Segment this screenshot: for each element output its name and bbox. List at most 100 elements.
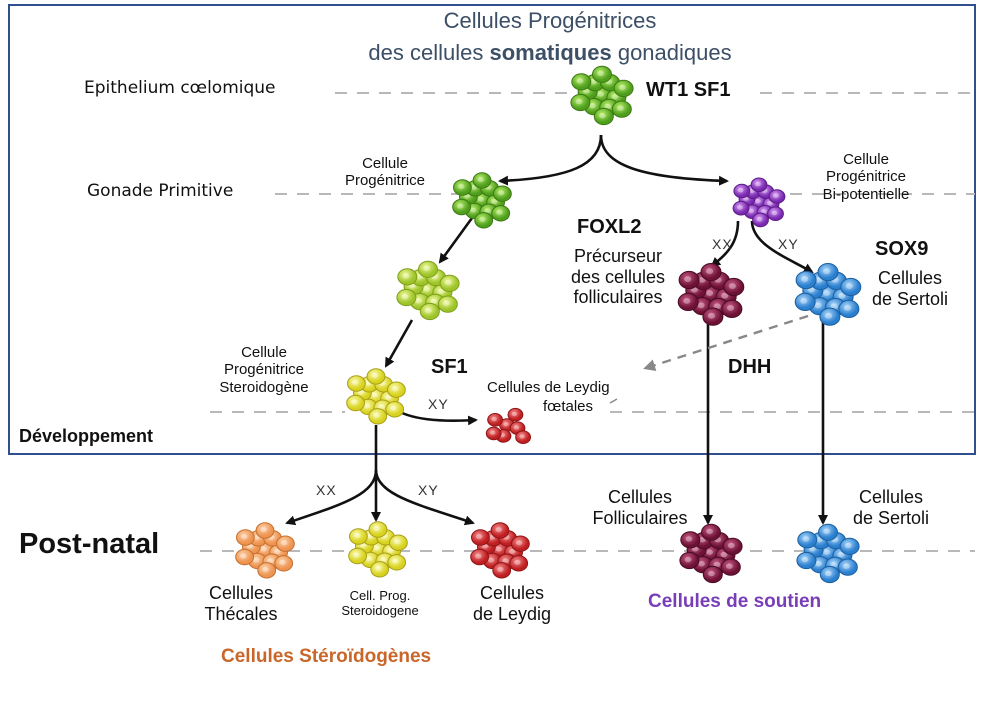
cell-nucleus (611, 93, 619, 100)
cell-nucleus (823, 528, 830, 535)
cell-nucleus (748, 208, 754, 214)
cell-nucleus (495, 527, 502, 533)
cell-nucleus (844, 542, 852, 549)
cell (396, 288, 417, 307)
stage-gonade: Gonade Primitive (87, 181, 234, 201)
cell-nucleus (491, 199, 498, 204)
label-prog-left-l2: Progénitrice (344, 172, 426, 190)
cell-nucleus (365, 556, 373, 562)
stage-developpement: Développement (19, 426, 154, 446)
group-soutien: Cellules de soutien (648, 591, 822, 612)
cell-nucleus (684, 276, 692, 282)
cell-nucleus (838, 292, 846, 299)
cell-nucleus (698, 561, 705, 567)
cluster-wt1-icon (570, 65, 634, 126)
chrom-xx-1: XX (712, 236, 733, 252)
cell (368, 521, 388, 538)
cell-nucleus (727, 542, 735, 549)
gene-foxl2: FOXL2 (577, 216, 642, 238)
cell (453, 179, 472, 196)
cell (471, 529, 490, 546)
label-cellprog-l1: Cell. Prog. (349, 588, 411, 603)
cell-nucleus (380, 557, 387, 563)
cell-nucleus (802, 536, 810, 542)
cell (368, 408, 388, 425)
chrom-xy-3: XY (418, 482, 439, 498)
cell-nucleus (825, 570, 832, 577)
cell-nucleus (814, 302, 822, 309)
cell-nucleus (707, 312, 716, 319)
cluster-leydig-icon (470, 522, 530, 579)
cell-nucleus (484, 208, 491, 214)
stage-epithelium: Epithelium cœlomique (84, 78, 276, 98)
label-leydig-l2: de Leydig (472, 603, 552, 624)
cell-nucleus (713, 303, 721, 310)
cell-nucleus (373, 526, 380, 532)
label-leydig-foetal-l2: fœtales (543, 398, 594, 415)
label-folliculaires-l1: Cellules (607, 487, 673, 507)
cell-nucleus (761, 209, 767, 214)
cell-nucleus (491, 417, 497, 422)
cell-nucleus (401, 293, 409, 300)
cell-nucleus (815, 561, 822, 567)
cell (702, 565, 723, 584)
cell (819, 565, 840, 584)
label-prog-bipot-l1: Cellule (843, 151, 889, 168)
cell-nucleus (373, 413, 380, 418)
gene-sf1: SF1 (431, 356, 468, 378)
cell (346, 394, 366, 412)
cell-nucleus (837, 551, 845, 558)
cell-nucleus (274, 549, 281, 554)
cell (796, 551, 817, 570)
cell-nucleus (260, 527, 267, 533)
cell-nucleus (267, 558, 274, 564)
cell-nucleus (352, 380, 359, 386)
cell-nucleus (683, 298, 691, 304)
cell (509, 555, 529, 572)
cell-nucleus (706, 268, 714, 275)
cell-nucleus (502, 558, 509, 564)
stage-postnatal: Post-natal (19, 528, 160, 560)
cell-nucleus (576, 78, 584, 84)
cell-nucleus (375, 566, 382, 571)
label-prog-steroid-l3: Steroidogène (219, 378, 309, 396)
label-prog-left: Cellule Progénitrice (330, 155, 440, 190)
cell (592, 65, 612, 83)
cluster-thecales-icon (235, 522, 295, 579)
cell (439, 274, 460, 292)
cell-nucleus (726, 563, 733, 569)
cell-nucleus (511, 411, 518, 417)
label-thecales: Cellules Thécales (186, 583, 296, 624)
label-prog-bipot-l3: Bi-potentielle (822, 185, 910, 203)
cell (570, 93, 591, 112)
cell (257, 562, 277, 579)
cell-nucleus (513, 425, 520, 430)
cell-nucleus (430, 298, 438, 305)
cell (349, 528, 368, 545)
cell-nucleus (509, 549, 516, 554)
label-cellprog: Cell. Prog. Steroidogene (320, 588, 440, 619)
cluster-steroid-prog-icon (346, 368, 406, 425)
cell-nucleus (597, 70, 604, 77)
cell-nucleus (437, 288, 445, 295)
gene-sox9: SOX9 (875, 238, 929, 260)
cell (348, 547, 368, 565)
cell-nucleus (252, 557, 260, 563)
label-prog-steroid-l2: Progénitrice (223, 361, 305, 379)
label-sertoli-post: Cellules de Sertoli (836, 487, 946, 528)
dashed-arrow-icon (643, 314, 809, 371)
cell-nucleus (697, 302, 705, 309)
cell (701, 523, 721, 541)
cell-nucleus (351, 399, 358, 405)
cell-nucleus (843, 305, 852, 311)
cell-nucleus (496, 209, 503, 215)
cell (752, 212, 769, 228)
gene-dhh: DHH (728, 356, 772, 378)
cell-nucleus (393, 539, 401, 545)
cell-nucleus (503, 422, 509, 427)
label-folliculaires-l2: Folliculaires (592, 507, 688, 528)
label-prog-bipot: Cellule Progénitrice Bi-potentielle (806, 151, 926, 203)
cell (702, 307, 724, 326)
cell (732, 200, 750, 216)
cell-nucleus (354, 533, 361, 539)
